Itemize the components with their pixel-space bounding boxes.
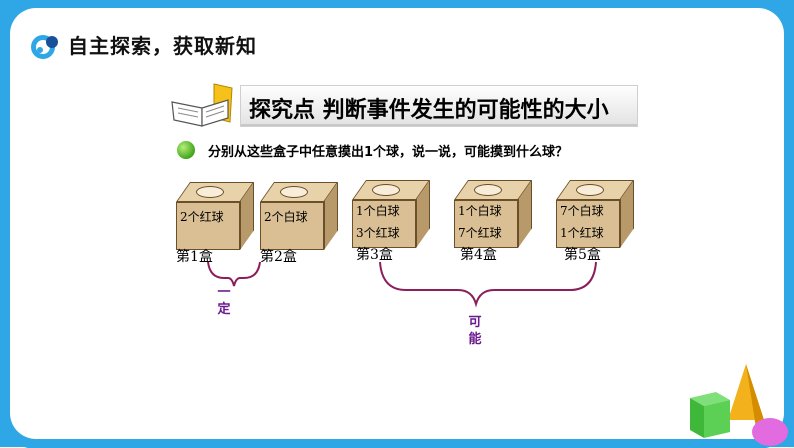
slide-frame: 自主探索，获取新知 探究点 判断事件发生的可能性的大小 分别从这些盒子中任意摸出… [10,8,788,446]
box-4-line-2: 7个红球 [458,226,502,240]
box-5-label: 第5盒 [564,247,601,263]
box-5-line-1: 7个白球 [560,204,604,218]
app-logo-icon [31,35,58,59]
box-5-line-2: 1个红球 [560,226,604,240]
green-dot-icon [177,141,195,159]
box-1-label: 第1盒 [176,249,213,265]
brace-certain [207,261,261,287]
box-5: 7个白球 1个红球 [556,180,636,250]
label-possible: 可 能 [468,315,482,347]
box-1: 2个红球 [176,182,256,252]
grouping-braces [207,261,597,308]
label-certain: 一 定 [217,285,231,317]
question-text: 分别从这些盒子中任意摸出1个球，说一说，可能摸到什么球？ [208,145,569,160]
section-banner: 探究点 判断事件发生的可能性的大小 [240,85,638,127]
box-4: 1个白球 7个红球 [454,180,534,250]
box-4-line-1: 1个白球 [458,204,502,218]
box-1-line-1: 2个红球 [180,210,224,224]
box-3-line-2: 3个红球 [356,226,400,240]
section-title: 探究点 判断事件发生的可能性的大小 [249,98,609,123]
box-2-line-1: 2个白球 [264,210,308,224]
brace-possible [379,261,597,308]
box-3: 1个白球 3个红球 [352,180,432,250]
geometric-shapes-icon [690,364,788,446]
open-book-icon [171,83,233,127]
box-3-label: 第3盒 [356,247,393,263]
box-3-line-1: 1个白球 [356,204,400,218]
header-title: 自主探索，获取新知 [68,34,257,58]
box-4-label: 第4盒 [460,247,497,263]
box-2: 2个白球 [260,182,340,252]
box-2-label: 第2盒 [260,249,297,265]
